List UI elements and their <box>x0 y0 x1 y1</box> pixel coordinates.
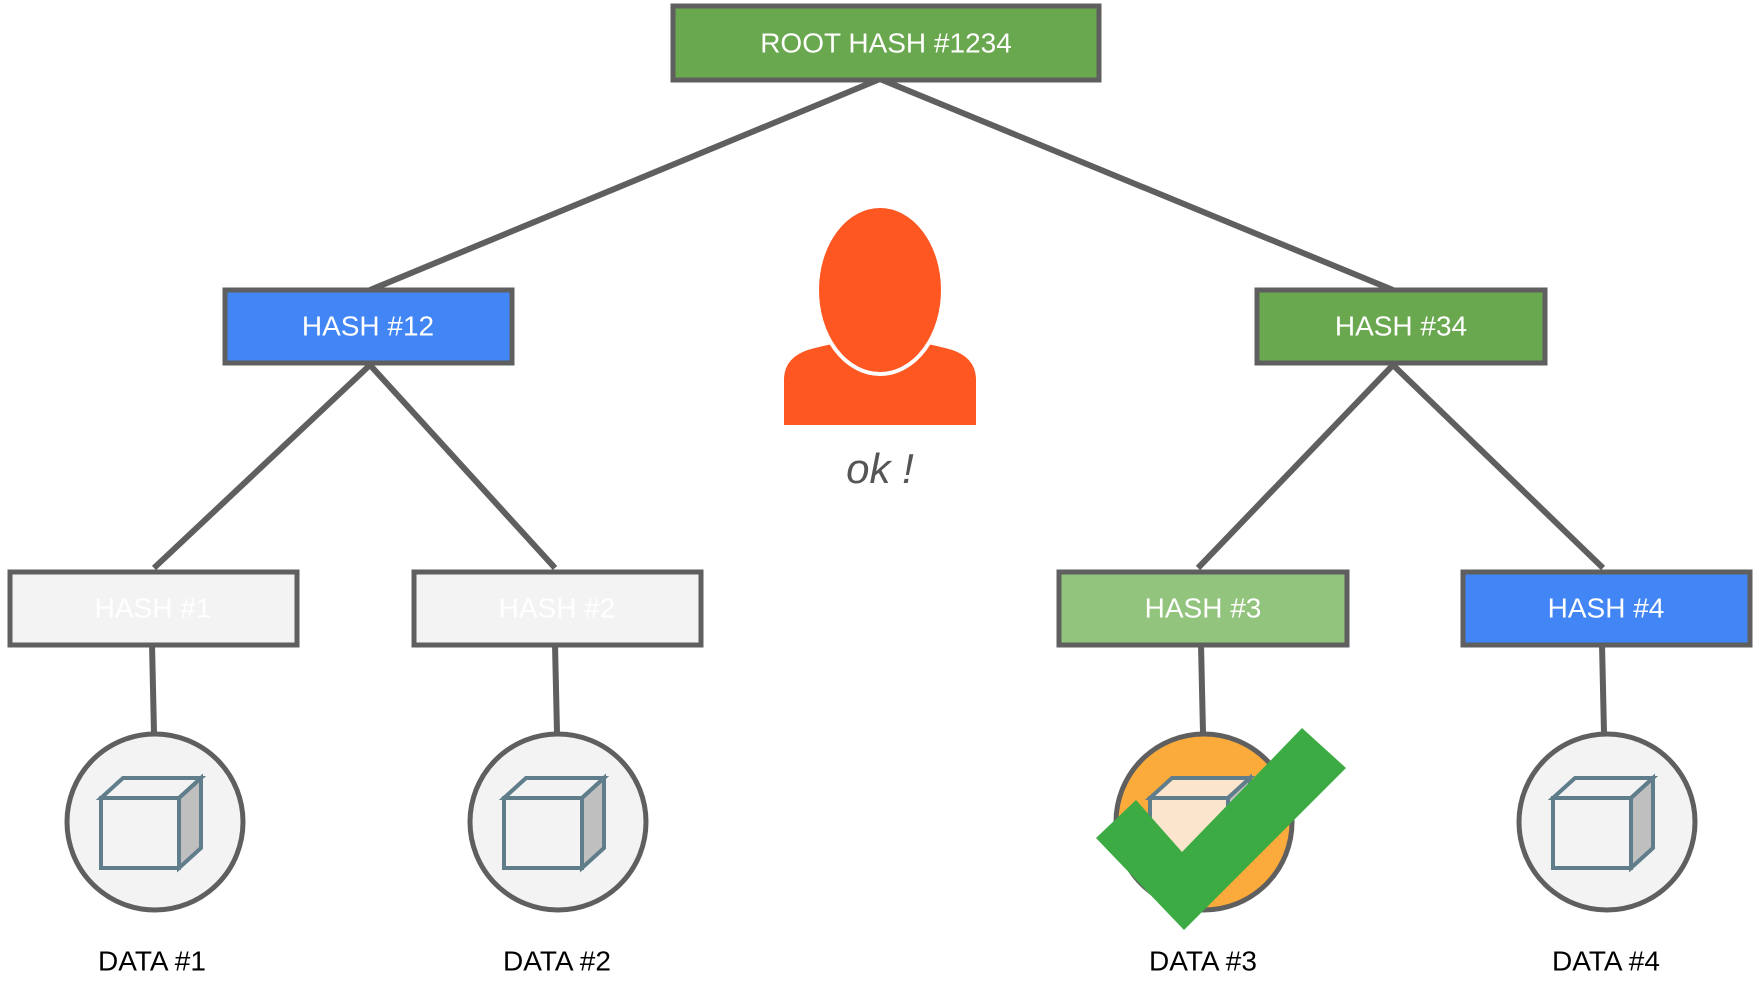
hash2-label: HASH #2 <box>499 592 616 623</box>
data-1-label: DATA #1 <box>98 945 206 976</box>
data-4-label: DATA #4 <box>1552 945 1660 976</box>
edge-hash12-hash2 <box>367 362 558 571</box>
data-block-icon <box>95 773 207 873</box>
edge-hash2-data2 <box>552 643 560 734</box>
hash2-node: HASH #2 <box>411 569 704 648</box>
data-block-4 <box>1516 731 1698 913</box>
data-block-icon <box>498 773 610 873</box>
hash1-label: HASH #1 <box>95 592 212 623</box>
hash34-node: HASH #34 <box>1254 287 1548 366</box>
edge-hash1-data1 <box>149 643 157 734</box>
data-2-label: DATA #2 <box>503 945 611 976</box>
edge-root-hash12 <box>368 76 882 293</box>
data-block-2 <box>467 731 649 913</box>
edge-hash34-hash3 <box>1195 362 1396 571</box>
edge-hash34-hash4 <box>1390 362 1606 571</box>
hash34-label: HASH #34 <box>1335 310 1467 341</box>
hash3-label: HASH #3 <box>1145 592 1262 623</box>
hash1-node: HASH #1 <box>7 569 300 648</box>
edge-root-hash34 <box>878 76 1395 293</box>
hash12-label: HASH #12 <box>302 310 434 341</box>
tree-edges <box>149 76 1607 734</box>
data-block-icon <box>1547 773 1659 873</box>
data-3-label: DATA #3 <box>1149 945 1257 976</box>
data-block-3 <box>1096 728 1346 930</box>
hash4-label: HASH #4 <box>1548 592 1665 623</box>
person-icon <box>784 204 976 425</box>
hash3-node: HASH #3 <box>1056 569 1350 648</box>
checkmark-icon <box>1096 728 1346 930</box>
data-block-1 <box>64 731 246 913</box>
root-hash-label: ROOT HASH #1234 <box>760 27 1012 58</box>
root-hash-node: ROOT HASH #1234 <box>670 3 1102 83</box>
edge-hash12-hash1 <box>151 362 373 571</box>
edge-hash4-data4 <box>1599 643 1607 734</box>
edge-hash3-data3 <box>1198 643 1206 734</box>
hash12-node: HASH #12 <box>222 287 515 366</box>
hash4-node: HASH #4 <box>1460 569 1753 648</box>
verifier-status-text: ok ! <box>846 445 914 492</box>
